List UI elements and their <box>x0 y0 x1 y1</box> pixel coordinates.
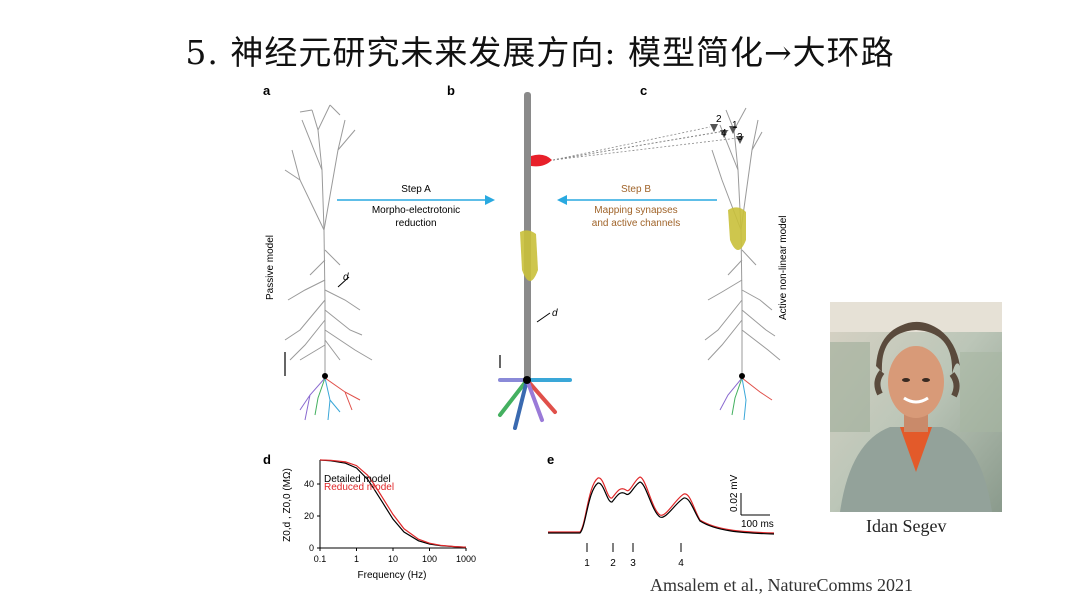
soma-dot-a <box>322 373 328 379</box>
d-marker-a: d <box>343 272 349 283</box>
neuron-c-basal <box>719 377 773 421</box>
step-a-desc-2: reduction <box>395 218 436 229</box>
panel-letter-e: e <box>547 452 554 467</box>
chart-d-xtick: 100 <box>422 554 437 564</box>
synapse-label-2: 2 <box>716 114 722 125</box>
chart-d-ytick: 40 <box>304 479 314 489</box>
synapse-label-4: 4 <box>721 128 727 139</box>
step-a-label: Step A <box>401 184 431 195</box>
legend-reduced-model: Reduced model <box>324 482 394 493</box>
chart-d: 0.1 1 10 100 1000 0 20 40 Detailed model Reduce… <box>282 459 476 581</box>
chart-d-ytick: 0 <box>309 543 314 553</box>
step-a-desc-1: Morpho-electrotonic <box>372 205 460 216</box>
panel-letter-d: d <box>263 452 271 467</box>
slide-title: 5. 神经元研究未来发展方向: 模型简化→大环路 <box>185 33 895 72</box>
step-b-arrowhead <box>557 195 567 205</box>
d-arrow-a <box>337 276 350 288</box>
chart-d-ylabel: Z0,d , Z0,0 (MΩ) <box>282 468 293 542</box>
synapse-label-1: 1 <box>732 120 738 131</box>
citation: Amsalem et al., NatureComms 2021 <box>650 575 913 595</box>
synapse-label-3: 3 <box>737 132 743 143</box>
chart-d-xtick: 0.1 <box>314 554 327 564</box>
panel-letter-c: c <box>640 83 647 98</box>
chart-d-xtick: 1 <box>354 554 359 564</box>
step-a-arrowhead <box>485 195 495 205</box>
event-label-4: 4 <box>678 558 684 569</box>
reduced-basal-cylinders <box>498 378 572 430</box>
trace-reduced <box>548 476 775 534</box>
chart-d-xtick: 1000 <box>456 554 476 564</box>
synapse-mapping-lines <box>552 126 739 161</box>
step-b-desc-1: Mapping synapses <box>594 205 677 216</box>
neuron-a <box>284 104 373 378</box>
chart-d-ytick: 20 <box>304 511 314 521</box>
chart-d-xlabel: Frequency (Hz) <box>358 570 427 581</box>
trace-detailed <box>548 481 775 535</box>
event-markers <box>586 543 682 552</box>
step-b-label: Step B <box>621 184 651 195</box>
photo-caption: Idan Segev <box>866 516 947 536</box>
passive-model-label: Passive model <box>265 235 276 300</box>
soma-dot-c <box>739 373 745 379</box>
step-b-desc-2: and active channels <box>592 218 680 229</box>
portrait-photo <box>830 302 1002 512</box>
series-reduced-model <box>319 459 467 548</box>
scale-time-label: 100 ms <box>741 519 774 530</box>
chart-e: 0.02 mV 100 ms 1 2 3 4 <box>548 474 775 569</box>
panel-letter-a: a <box>263 83 271 98</box>
synapse-cluster-b <box>531 154 552 167</box>
event-label-2: 2 <box>610 558 616 569</box>
soma-dot-b <box>523 376 531 384</box>
panel-letter-b: b <box>447 83 455 98</box>
chart-d-xtick: 10 <box>388 554 398 564</box>
event-label-3: 3 <box>630 558 636 569</box>
event-label-1: 1 <box>584 558 590 569</box>
chart-d-ticks: 0.1 1 10 100 1000 0 20 40 <box>304 479 476 564</box>
scale-voltage-label: 0.02 mV <box>729 474 740 512</box>
synapse-markers-c <box>710 124 744 144</box>
legend-detailed-model: Detailed model <box>324 474 391 485</box>
d-marker-b: d <box>552 308 558 319</box>
portrait-illustration <box>830 302 1002 512</box>
d-arrow-b <box>536 312 551 323</box>
active-model-label: Active non-linear model <box>778 216 789 321</box>
neuron-a-basal <box>299 377 361 421</box>
soma-compartment-b <box>520 230 538 281</box>
soma-compartment-c <box>728 207 746 250</box>
